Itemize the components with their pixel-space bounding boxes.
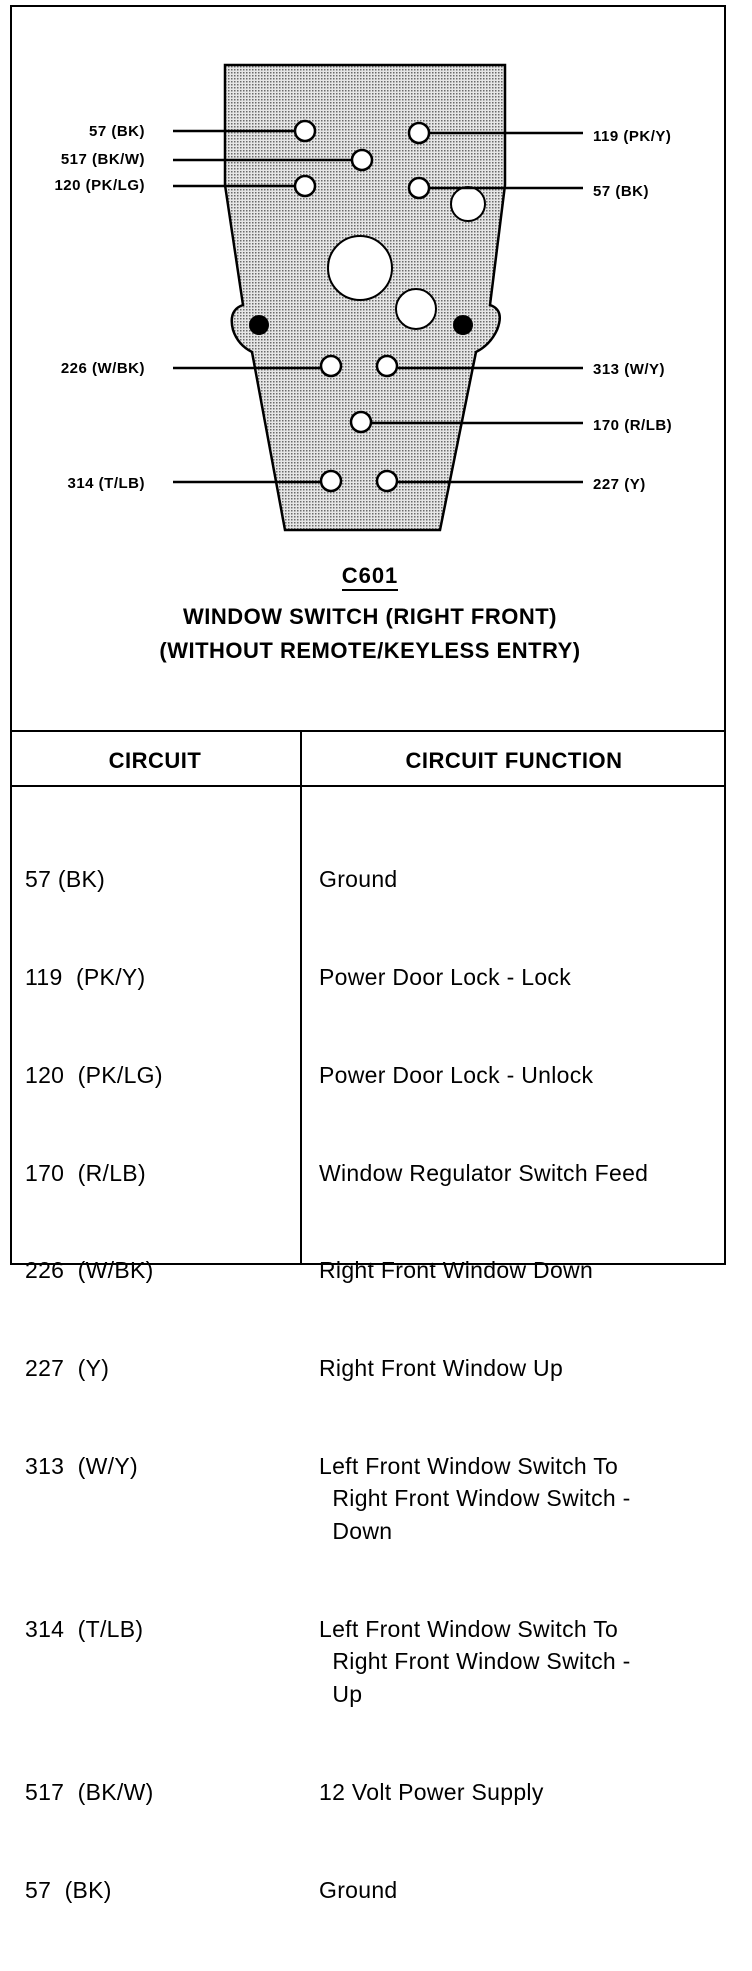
connector-medium-hole — [395, 288, 437, 330]
circuit-cell: 57 (BK) — [25, 866, 106, 893]
function-cell: Right Front Window Up — [319, 1355, 564, 1382]
page-frame — [10, 5, 726, 1265]
circuit-cell: 227 (Y) — [25, 1355, 110, 1382]
pin-cavity — [375, 354, 399, 378]
table-header-border — [10, 785, 726, 787]
pin-label-119: 119 (PK/Y) — [593, 128, 672, 145]
function-cell: Ground — [319, 1876, 398, 1903]
pin-label-517: 517 (BK/W) — [60, 151, 145, 168]
function-cell: Window Regulator Switch Feed — [319, 1159, 649, 1186]
mounting-dot-left — [249, 315, 269, 335]
function-cell: Ground — [319, 866, 398, 893]
function-cell: Power Door Lock - Unlock — [319, 1061, 594, 1088]
pin-label-57-bk-right: 57 (BK) — [593, 183, 650, 200]
circuit-cell: 314 (T/LB) — [25, 1615, 144, 1642]
connector-title-line2: (WITHOUT REMOTE/KEYLESS ENTRY) — [159, 638, 581, 663]
table-top-border — [10, 730, 726, 732]
header-circuit-function: CIRCUIT FUNCTION — [405, 748, 623, 773]
circuit-cell: 57 (BK) — [25, 1876, 112, 1903]
pin-label-226: 226 (W/BK) — [60, 360, 145, 377]
circuit-table: CIRCUIT CIRCUIT FUNCTION 57 (BK) 119 (PK… — [10, 730, 726, 1903]
function-cell: Left Front Window Switch To Right Front … — [319, 1452, 631, 1545]
pin-cavity — [293, 119, 317, 143]
circuit-cell: 119 (PK/Y) — [25, 963, 146, 990]
pin-cavity — [407, 176, 431, 200]
pin-label-120: 120 (PK/LG) — [54, 177, 145, 194]
function-column: Ground Power Door Lock - Lock Power Door… — [319, 798, 648, 1971]
pin-cavity — [319, 354, 343, 378]
connector-diagram — [173, 63, 583, 532]
pin-label-57-bk-left: 57 (BK) — [88, 123, 145, 140]
pin-label-313: 313 (W/Y) — [593, 361, 666, 378]
connector-title-line1: WINDOW SWITCH (RIGHT FRONT) — [183, 604, 557, 629]
circuit-cell: 170 (R/LB) — [25, 1159, 146, 1186]
pin-label-170: 170 (R/LB) — [593, 417, 673, 434]
connector-id-text: C601 — [341, 563, 399, 591]
circuit-cell: 313 (W/Y) — [25, 1452, 138, 1479]
circuit-cell: 120 (PK/LG) — [25, 1061, 163, 1088]
connector-upper-hole — [450, 186, 486, 222]
circuit-cell: 226 (W/BK) — [25, 1257, 154, 1284]
pin-cavity — [293, 174, 317, 198]
connector-id: C601 — [0, 563, 740, 591]
connector-large-hole — [327, 235, 393, 301]
function-cell: Left Front Window Switch To Right Front … — [319, 1615, 631, 1708]
function-cell: 12 Volt Power Supply — [319, 1778, 544, 1805]
function-cell: Right Front Window Down — [319, 1257, 594, 1284]
function-cell: Power Door Lock - Lock — [319, 963, 572, 990]
pin-cavity — [407, 121, 431, 145]
pin-label-227: 227 (Y) — [593, 476, 646, 493]
mounting-dot-right — [453, 315, 473, 335]
table-column-divider — [300, 730, 302, 1265]
pin-cavity — [375, 469, 399, 493]
pin-cavity — [349, 410, 373, 434]
header-circuit: CIRCUIT — [108, 748, 202, 773]
circuit-column: 57 (BK) 119 (PK/Y) 120 (PK/LG) 170 (R/LB… — [25, 798, 163, 1971]
circuit-cell: 517 (BK/W) — [25, 1778, 154, 1805]
pin-cavity — [319, 469, 343, 493]
pin-cavity — [350, 148, 374, 172]
pin-label-314: 314 (T/LB) — [67, 475, 145, 492]
